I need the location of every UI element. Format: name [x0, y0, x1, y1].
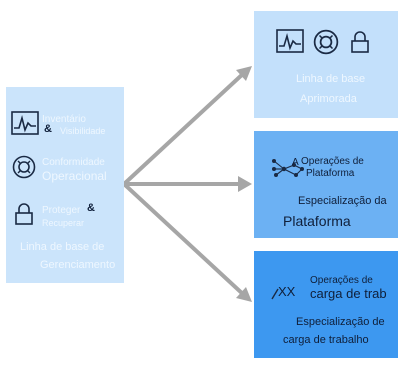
- management-baseline-title-line2: Gerenciamento: [40, 259, 116, 271]
- workload-specialization-title-line2: carga de trabalho: [283, 334, 369, 346]
- arrowhead-improved: [236, 66, 252, 81]
- arrow-to-improved: [122, 70, 247, 186]
- protect-label: Proteger: [42, 205, 81, 216]
- network-graph-icon: [272, 159, 304, 177]
- arrowhead-platform: [238, 176, 252, 192]
- workload-operations-label-line2: carga de trab: [310, 286, 387, 301]
- platform-operations-label-line1: Operações de: [301, 156, 364, 167]
- lock-icon: [351, 31, 369, 53]
- monitor-chart-icon: [11, 111, 39, 135]
- compliance-lifebuoy-icon: [12, 155, 36, 179]
- arrowhead-workload: [236, 287, 252, 302]
- platform-operations-label-line2: Plataforma: [306, 168, 355, 179]
- workload-specialization-title-line1: Especialização de: [296, 316, 385, 328]
- compliance-lifebuoy-icon: [313, 29, 339, 55]
- protect-ampersand: &: [87, 202, 95, 214]
- lock-icon: [15, 203, 33, 225]
- inventory-label: Inventário: [42, 114, 86, 125]
- improved-baseline-title-line2: Aprimorada: [300, 93, 357, 105]
- inventory-ampersand: &: [44, 123, 52, 135]
- platform-specialization-box: A Operações de Plataforma Especialização…: [254, 131, 398, 238]
- recover-label: Recuperar: [42, 218, 85, 228]
- management-baseline-box: Inventário & Visibilidade Conformidade O…: [6, 87, 124, 283]
- improved-baseline-box: Linha de base Aprimorada: [254, 11, 398, 118]
- wrench-icon: [271, 288, 279, 300]
- platform-icon-prefix: A: [292, 157, 299, 168]
- compliance-label: Conformidade: [42, 157, 105, 168]
- workload-specialization-box: XX Operações de carga de trab Especializ…: [254, 251, 398, 358]
- monitor-chart-icon: [276, 29, 304, 53]
- platform-specialization-title-line1: Especialização da: [298, 195, 387, 207]
- visibility-label: Visibilidade: [60, 126, 106, 136]
- management-baseline-title-line1: Linha de base de: [20, 241, 105, 253]
- workload-icon-glyph: XX: [278, 284, 296, 299]
- operational-label: Operacional: [42, 169, 107, 183]
- improved-baseline-title-line1: Linha de base: [296, 73, 366, 85]
- platform-specialization-title-line2: Plataforma: [283, 213, 351, 229]
- arrow-to-workload: [122, 182, 247, 298]
- workload-operations-label-line1: Operações de: [310, 275, 373, 286]
